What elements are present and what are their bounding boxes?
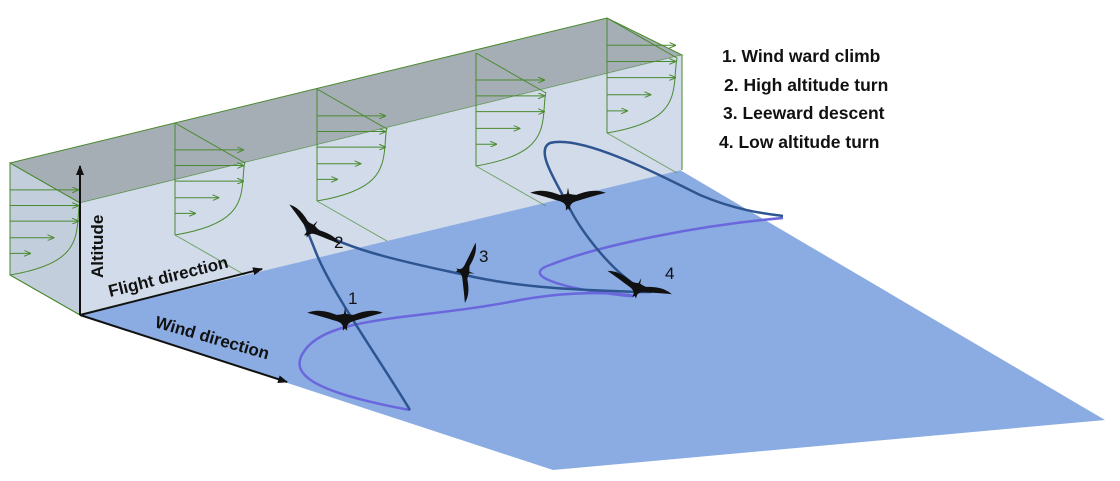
flight-direction-axis	[79, 267, 263, 316]
bird-4: 4	[601, 264, 674, 310]
bird-1: 1	[307, 289, 383, 331]
bird-number-2: 2	[334, 233, 343, 252]
wind-wall-front	[80, 55, 682, 315]
wind-wall-edges	[9, 55, 683, 316]
legend-item-leeward-descent: 3. Leeward descent	[723, 103, 885, 123]
wind-profile-section	[475, 52, 547, 207]
bird-2: 2	[279, 200, 343, 257]
altitude-label: Altitude	[88, 215, 107, 278]
wind-profile-section	[174, 122, 246, 276]
bird-number-3: 3	[479, 247, 488, 266]
wind-direction-axis	[79, 314, 288, 384]
wind-wall	[8, 17, 684, 316]
bird-number-1: 1	[348, 289, 357, 308]
wind-profiles	[9, 17, 678, 316]
wind-profile-section	[316, 88, 388, 242]
legend-item-high-altitude-turn: 2. High altitude turn	[724, 74, 889, 95]
legend: 1. Wind ward climb 2. High altitude turn…	[719, 42, 889, 156]
sea-surface	[80, 170, 1105, 470]
bird-3: 3	[450, 240, 488, 304]
wind-profile-section	[606, 17, 678, 174]
ground-track	[298, 216, 784, 412]
bird-number-4: 4	[665, 264, 674, 283]
legend-item-windward-climb: 1. Wind ward climb	[722, 46, 881, 66]
legend-item-low-altitude-turn: 4. Low altitude turn	[719, 131, 880, 152]
